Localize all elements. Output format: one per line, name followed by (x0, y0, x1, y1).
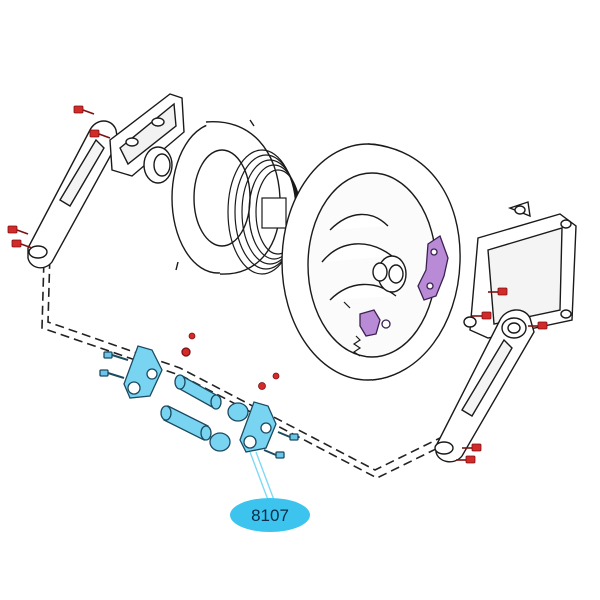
red-fasteners (7, 105, 548, 464)
right-bracket (463, 201, 577, 339)
hub-bushing (143, 146, 173, 184)
kit-plate-right-hole (243, 435, 257, 449)
red-bolt (7, 225, 29, 235)
kit-spacer (160, 405, 212, 441)
mounting-kit-8107 (99, 345, 299, 459)
red-bolt (73, 105, 95, 115)
red-bolt (488, 287, 508, 296)
part-callout-label[interactable]: 8107 (251, 506, 289, 525)
part-callout-8107[interactable]: 8107 (230, 498, 310, 532)
red-nut (272, 372, 280, 380)
purple-swivel-bracket (417, 235, 449, 301)
latch-spring (343, 301, 362, 357)
kit-bushing (209, 432, 231, 452)
reel-drum (281, 143, 461, 381)
callout-leaders (249, 451, 275, 501)
kit-bushing (227, 402, 249, 422)
kit-spacer (174, 374, 222, 410)
red-bolt (89, 129, 111, 139)
left-side-arm (27, 120, 119, 269)
kit-plate-left-hole (146, 368, 158, 380)
red-bolt (456, 455, 476, 464)
red-nut (258, 382, 266, 390)
left-bracket-plate (109, 93, 185, 177)
part-callout-bubble[interactable] (230, 498, 310, 532)
red-nut (188, 332, 196, 340)
kit-bolt (277, 431, 299, 441)
red-bolt (11, 239, 33, 249)
kit-bolt (263, 449, 285, 459)
spring-housing (171, 119, 281, 275)
red-bolt (472, 311, 492, 320)
red-bolt (528, 321, 548, 330)
kit-bolt (103, 351, 129, 361)
kit-plate-right-hole (260, 422, 272, 434)
right-side-arm (434, 309, 535, 463)
kit-plate-left-hole (127, 381, 141, 395)
red-bolt (462, 443, 482, 452)
kit-nut (181, 347, 191, 357)
kit-bolt (99, 369, 125, 379)
purple-latch (359, 309, 391, 337)
